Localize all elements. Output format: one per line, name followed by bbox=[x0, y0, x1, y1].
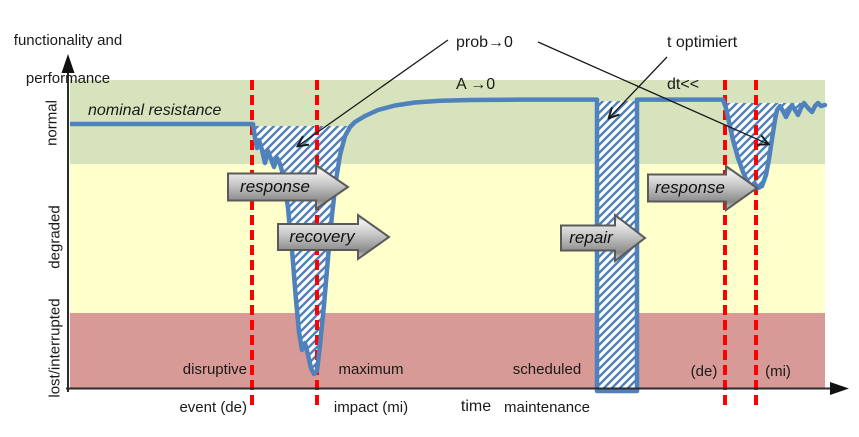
label-maximum-impact: maximum impact (mi) bbox=[325, 341, 417, 436]
annotation-prob: prob→0 A →0 bbox=[456, 11, 513, 116]
response-arrow-1-label: response bbox=[240, 177, 310, 196]
label-scheduled-maintenance: scheduled maintenance bbox=[495, 341, 599, 436]
band-lost-interrupted bbox=[70, 313, 825, 388]
pointer-topt-to-maintenance bbox=[609, 56, 668, 118]
performance-curve bbox=[250, 97, 828, 394]
recovery-arrow bbox=[277, 213, 391, 261]
y-axis-title-line1: functionality and bbox=[13, 32, 123, 49]
label-disruptive-event-line2: event (de) bbox=[179, 399, 247, 416]
label-maximum-impact-line1: maximum bbox=[338, 361, 404, 378]
label-de-2: (de) bbox=[690, 363, 718, 380]
band-label-lost-interrupted: lost/interrupted bbox=[46, 298, 64, 398]
band-label-degraded: degraded bbox=[46, 205, 64, 269]
response-arrow-1 bbox=[227, 163, 350, 211]
response-arrow-2 bbox=[647, 164, 759, 212]
annotation-t-optimiert: t optimiert dt<< bbox=[667, 11, 737, 116]
label-disruptive-event-line1: disruptive bbox=[182, 361, 247, 378]
y-axis-title: functionality and performance bbox=[2, 12, 134, 107]
label-disruptive-event: disruptive event (de) bbox=[150, 341, 247, 436]
annotation-prob-line2: A →0 bbox=[456, 76, 496, 93]
x-axis-arrow-icon bbox=[830, 382, 849, 395]
pointer-prob-to-second-dip bbox=[537, 41, 768, 144]
nominal-resistance-label: nominal resistance bbox=[88, 102, 222, 119]
annotation-t-optimiert-line2: dt<< bbox=[667, 76, 700, 93]
label-mi-2: (mi) bbox=[765, 363, 791, 380]
label-maximum-impact-line2: impact (mi) bbox=[333, 399, 409, 416]
y-axis-title-line2: performance bbox=[25, 70, 111, 87]
x-axis-title: time bbox=[460, 398, 492, 415]
repair-arrow bbox=[560, 212, 647, 264]
recovery-arrow-label: recovery bbox=[289, 227, 355, 246]
pointer-prob-to-first-dip bbox=[298, 39, 449, 146]
repair-arrow-label: repair bbox=[569, 228, 613, 247]
annotation-t-optimiert-line1: t optimiert bbox=[667, 34, 738, 51]
annotation-prob-line1: prob→0 bbox=[456, 34, 513, 51]
band-label-normal: normal bbox=[43, 100, 61, 146]
response-arrow-2-label: response bbox=[655, 178, 725, 197]
y-axis-arrow-icon bbox=[61, 54, 75, 73]
label-scheduled-maintenance-line1: scheduled bbox=[512, 361, 582, 378]
label-scheduled-maintenance-line2: maintenance bbox=[504, 399, 590, 416]
